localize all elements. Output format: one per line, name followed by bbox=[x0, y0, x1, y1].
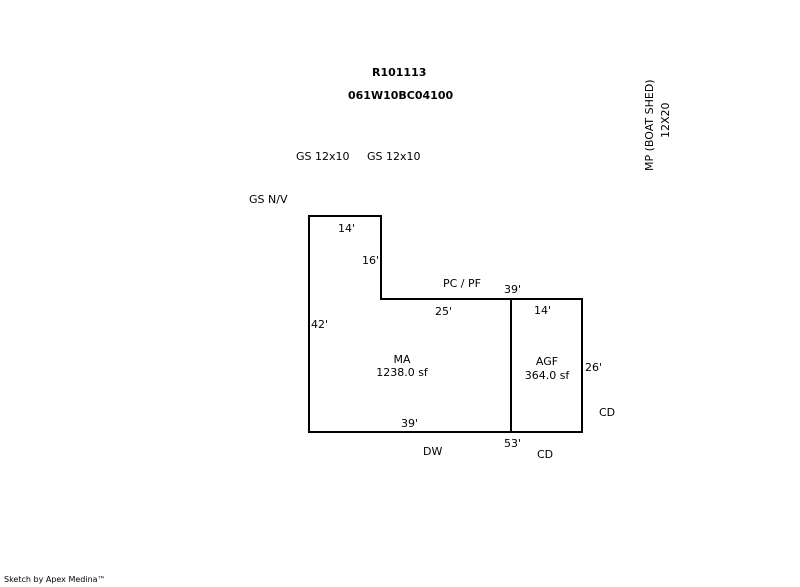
dimension-25: 25' bbox=[435, 305, 453, 318]
parcel-id: R101113 bbox=[372, 66, 427, 79]
gs-label-1: GS 12x10 bbox=[296, 150, 350, 163]
cd-label-right: CD bbox=[599, 406, 616, 419]
dimension-39-bottom: 39' bbox=[401, 417, 419, 430]
ma-size: 1238.0 sf bbox=[376, 366, 428, 379]
pc-pf-label: PC / PF bbox=[443, 277, 481, 290]
ma-outline bbox=[308, 215, 512, 433]
agf-outline bbox=[510, 298, 583, 433]
dw-label: DW bbox=[423, 445, 443, 458]
cd-label-bottom: CD bbox=[537, 448, 554, 461]
agf-size: 364.0 sf bbox=[524, 369, 570, 382]
agf-code: AGF bbox=[535, 355, 559, 368]
ma-code: MA bbox=[393, 353, 411, 366]
dimension-26: 26' bbox=[585, 361, 603, 374]
dimension-39-top: 39' bbox=[504, 283, 522, 296]
gs-label-2: GS 12x10 bbox=[367, 150, 421, 163]
dimension-14-top: 14' bbox=[338, 222, 356, 235]
dimension-42: 42' bbox=[311, 318, 329, 331]
gs-nv-label: GS N/V bbox=[249, 193, 288, 206]
dimension-53: 53' bbox=[504, 437, 522, 450]
dimension-14-agf: 14' bbox=[534, 304, 552, 317]
sketch-credit: Sketch by Apex Medina™ bbox=[4, 575, 106, 584]
dimension-16: 16' bbox=[362, 254, 380, 267]
map-number: 061W10BC04100 bbox=[348, 89, 454, 102]
